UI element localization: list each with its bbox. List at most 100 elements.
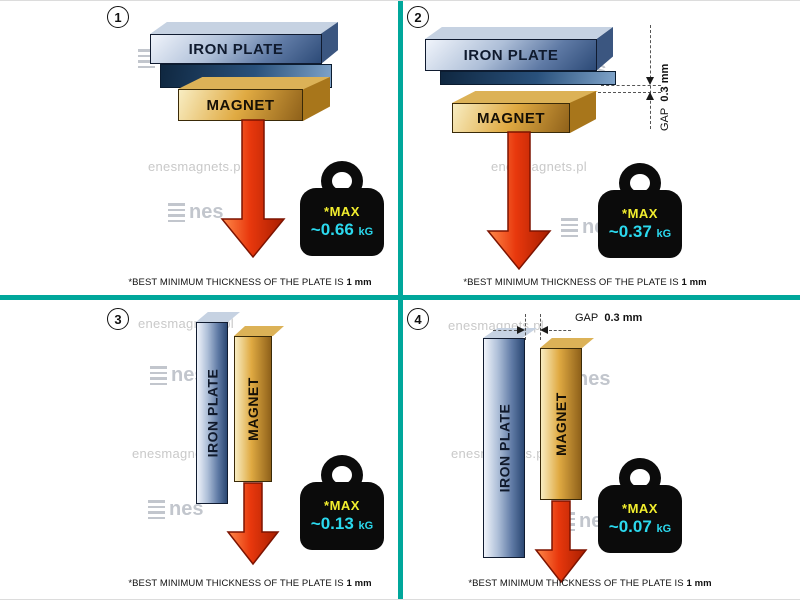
panel-number: 4	[414, 311, 422, 327]
pull-force-arrow-icon	[486, 131, 552, 271]
weight-unit: kG	[358, 226, 374, 238]
magnet: MAGNET	[234, 336, 272, 482]
enes-logo-bars-icon	[150, 366, 167, 385]
weight-body: *MAX ~0.66 kG	[300, 188, 384, 256]
gap-arrow-left-icon	[540, 326, 548, 334]
weight-value-number: ~0.13	[310, 514, 354, 533]
weight-max-label: *MAX	[324, 498, 360, 513]
gap-arrow-down-icon	[646, 77, 654, 85]
gap-guide-line	[525, 314, 526, 340]
magnet: MAGNET	[452, 103, 570, 133]
iron-plate-side-face	[596, 27, 613, 71]
site-watermark: enesmagnets.pl	[148, 159, 244, 174]
panel-number: 2	[414, 9, 422, 25]
gap-arrow-right-icon	[517, 326, 525, 334]
magnet-label: MAGNET	[245, 377, 262, 441]
enes-logo-bars-icon	[148, 500, 165, 519]
weight-value: ~0.13 kG	[311, 514, 373, 534]
iron-plate: IRON PLATE	[196, 322, 228, 504]
iron-plate: IRON PLATE	[150, 34, 322, 64]
pull-force-arrow-icon	[534, 500, 588, 584]
iron-plate-side-face	[321, 22, 338, 64]
weight-value: ~0.37 kG	[609, 222, 671, 242]
magnet-top-face	[540, 338, 594, 348]
gap-word: GAP	[659, 107, 671, 131]
weight-icon: *MAX ~0.37 kG	[598, 163, 682, 258]
weight-unit: kG	[656, 523, 672, 535]
gap-guide-line	[598, 92, 661, 93]
enes-logo-watermark: nes	[168, 201, 223, 224]
gap-label: GAP 0.3 mm	[659, 64, 671, 131]
panel-number-badge: 2	[407, 6, 429, 28]
gap-label: GAP 0.3 mm	[575, 312, 642, 324]
enes-logo-bars-icon	[168, 203, 185, 222]
weight-icon: *MAX ~0.13 kG	[300, 455, 384, 550]
iron-plate-top-face	[150, 22, 338, 34]
weight-value: ~0.07 kG	[609, 517, 671, 537]
iron-plate-top-face	[196, 312, 240, 322]
weight-value-number: ~0.66	[310, 220, 354, 239]
caption: *BEST MINIMUM THICKNESS OF THE PLATE IS …	[100, 578, 400, 589]
magnet-label: MAGNET	[553, 392, 570, 456]
magnet-top-face	[452, 91, 598, 103]
weight-body: *MAX ~0.13 kG	[300, 482, 384, 550]
magnet-label: MAGNET	[206, 96, 275, 114]
weight-icon: *MAX ~0.66 kG	[300, 161, 384, 256]
enes-logo-watermark: nes	[148, 498, 203, 521]
weight-icon: *MAX ~0.07 kG	[598, 458, 682, 553]
iron-plate-label: IRON PLATE	[496, 403, 512, 493]
iron-plate-label: IRON PLATE	[204, 368, 220, 458]
caption-bold: 1 mm	[346, 277, 372, 288]
iron-plate-label: IRON PLATE	[188, 40, 284, 58]
panel-number: 1	[114, 9, 122, 25]
caption-text: *BEST MINIMUM THICKNESS OF THE PLATE IS	[468, 578, 684, 589]
iron-plate-top-face	[425, 27, 613, 39]
divider-vertical	[398, 1, 403, 599]
enes-logo-text: nes	[169, 498, 204, 520]
panel-2: nes nes enesmagnets.pl 2 IRON PLATE MAGN…	[403, 1, 800, 295]
weight-body: *MAX ~0.07 kG	[598, 485, 682, 553]
magnet: MAGNET	[178, 89, 303, 121]
weight-max-label: *MAX	[622, 501, 658, 516]
magnet-top-face	[234, 326, 284, 336]
caption-text: *BEST MINIMUM THICKNESS OF THE PLATE IS	[128, 277, 344, 288]
caption-text: *BEST MINIMUM THICKNESS OF THE PLATE IS	[128, 578, 344, 589]
pull-force-arrow-icon	[226, 482, 280, 566]
iron-plate-label: IRON PLATE	[463, 46, 559, 64]
enes-logo-text: nes	[189, 201, 224, 223]
caption: *BEST MINIMUM THICKNESS OF THE PLATE IS …	[100, 277, 400, 288]
magnet-top-face	[178, 77, 330, 89]
enes-logo-text: nes	[576, 368, 611, 390]
panel-4: enesmagnets.pl enesmagnets.pl nes nes 4 …	[403, 300, 800, 599]
enes-logo-bars-icon	[138, 49, 155, 68]
weight-value: ~0.66 kG	[311, 220, 373, 240]
plate-bottom-layer	[440, 71, 616, 85]
iron-plate: IRON PLATE	[425, 39, 597, 71]
weight-unit: kG	[358, 520, 374, 532]
panel-number: 3	[114, 311, 122, 327]
panel-3: enesmagnets.pl enesmagnets.pl nes nes 3 …	[0, 300, 400, 599]
weight-unit: kG	[656, 228, 672, 240]
magnet: MAGNET	[540, 348, 582, 500]
gap-value: 0.3 mm	[659, 63, 671, 102]
panel-number-badge: 3	[107, 308, 129, 330]
weight-body: *MAX ~0.37 kG	[598, 190, 682, 258]
pull-force-arrow-icon	[220, 119, 286, 259]
panel-1: nes nes enesmagnets.pl 1 IRON PLATE MAGN…	[0, 1, 398, 295]
weight-max-label: *MAX	[324, 204, 360, 219]
panel-number-badge: 4	[407, 308, 429, 330]
divider-horizontal	[0, 295, 800, 300]
enes-logo-bars-icon	[561, 218, 578, 237]
magnet-label: MAGNET	[477, 109, 545, 127]
caption-bold: 1 mm	[681, 277, 707, 288]
gap-arrow-up-icon	[646, 92, 654, 100]
gap-dimension-line	[493, 330, 517, 331]
caption-text: *BEST MINIMUM THICKNESS OF THE PLATE IS	[463, 277, 679, 288]
gap-word: GAP	[575, 312, 599, 324]
weight-max-label: *MAX	[622, 206, 658, 221]
caption: *BEST MINIMUM THICKNESS OF THE PLATE IS …	[440, 578, 740, 589]
iron-plate-top-face	[483, 328, 537, 338]
gap-value: 0.3 mm	[604, 312, 643, 324]
weight-value-number: ~0.07	[608, 517, 652, 536]
